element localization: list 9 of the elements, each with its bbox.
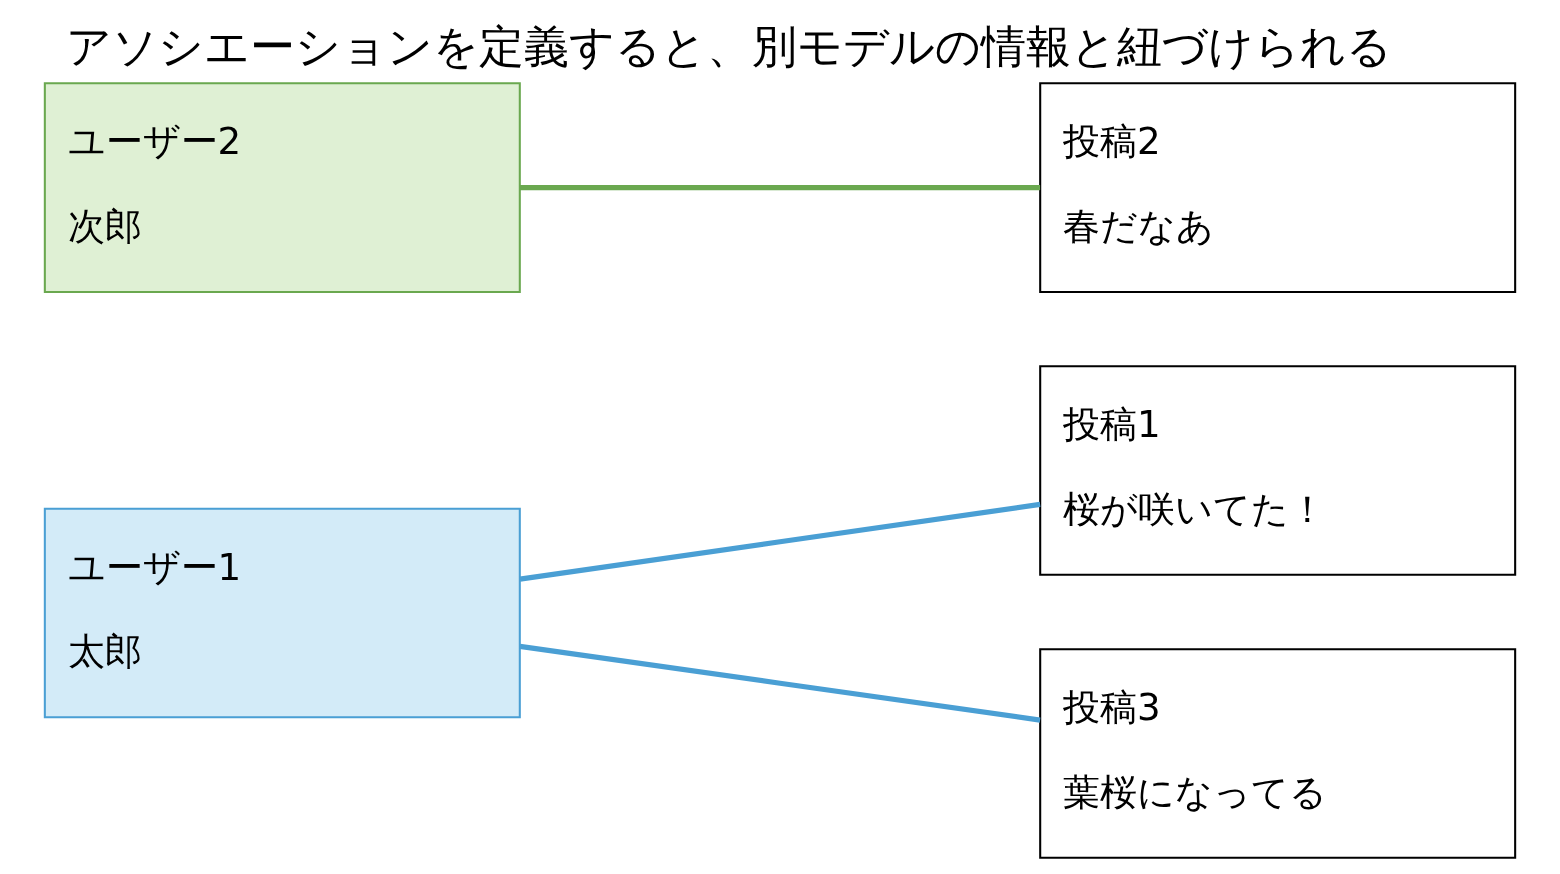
node-box: 投稿3 葉桜になってる xyxy=(1039,647,1517,859)
diagram-title: アソシエーションを定義すると、別モデルの情報と紐づけられる xyxy=(66,19,1393,73)
connector xyxy=(519,501,1041,582)
connector xyxy=(519,643,1041,723)
node-box: ユーザー2 次郎 xyxy=(43,81,521,293)
node-box: 投稿1 桜が咲いてた！ xyxy=(1039,364,1517,576)
node-box: ユーザー1 太郎 xyxy=(43,507,521,718)
connector xyxy=(519,184,1041,190)
node-box: 投稿2 春だなあ xyxy=(1039,81,1517,293)
